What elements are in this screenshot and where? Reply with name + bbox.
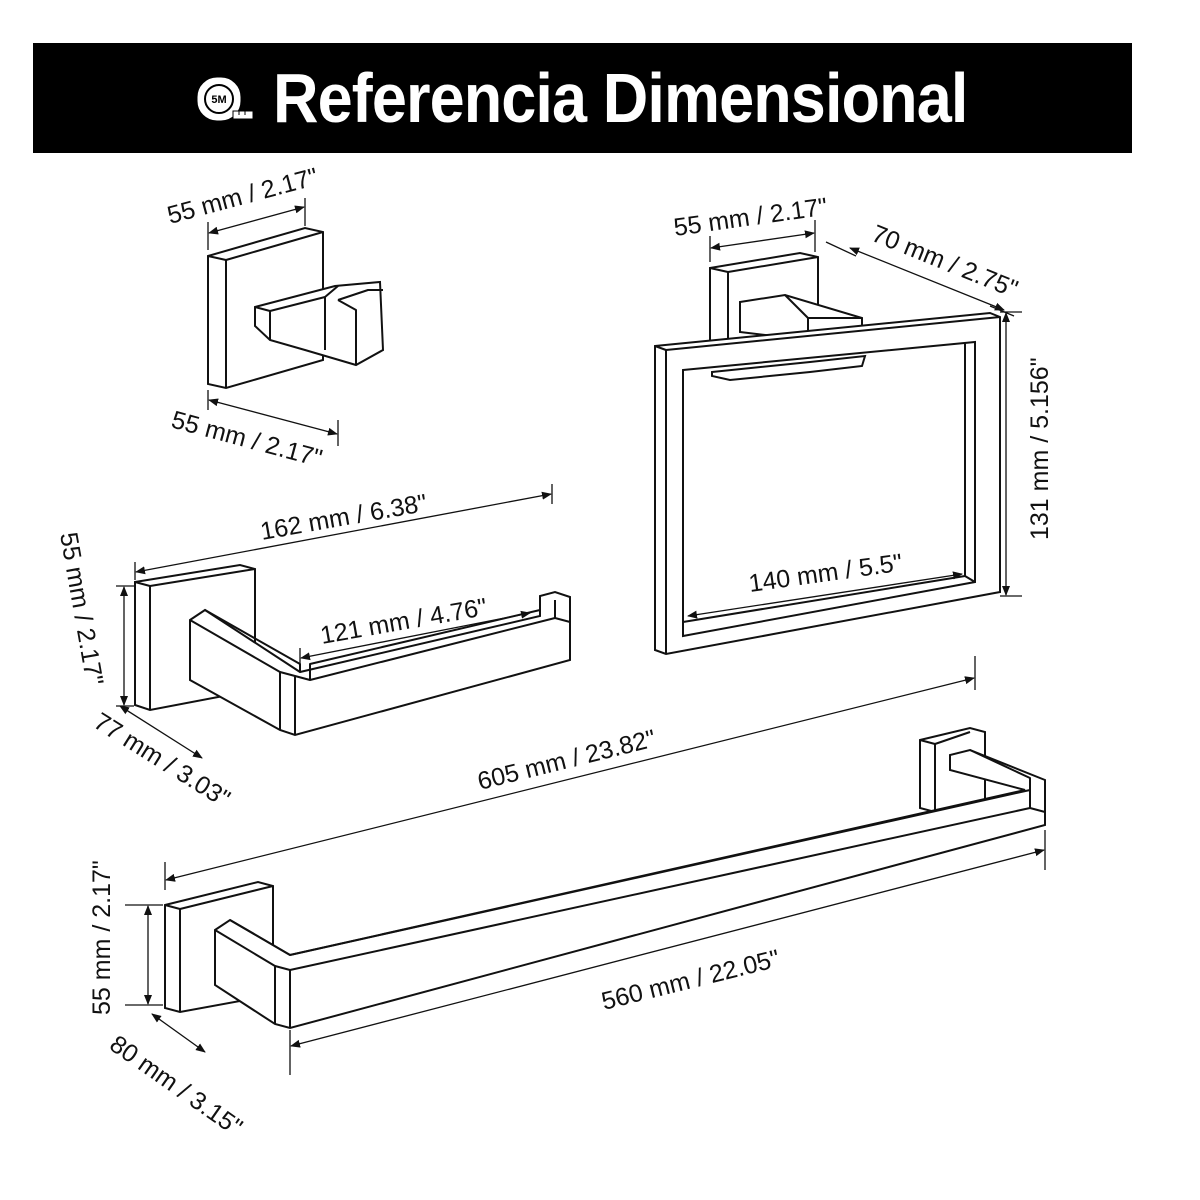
bar-length-label: 560 mm / 22.05" <box>599 944 783 1015</box>
bar-total-length-label: 605 mm / 23.82" <box>475 724 659 795</box>
tape-measure-icon: 5M <box>193 73 255 129</box>
paper-holder-drawing <box>134 563 571 737</box>
holder-total-length-label: 162 mm / 6.38" <box>258 489 429 546</box>
robe-hook-drawing <box>207 226 385 390</box>
tape-measure-label: 5M <box>211 94 226 106</box>
holder-base-height-label: 55 mm / 2.17" <box>54 530 108 687</box>
title-banner: 5M Referencia Dimensional <box>33 43 1132 153</box>
towel-bar-drawing <box>164 726 1046 1030</box>
towel-ring-drawing <box>654 251 1001 656</box>
ring-height-label: 131 mm / 5.156" <box>1026 357 1054 540</box>
holder-depth-label: 77 mm / 3.03" <box>89 707 235 813</box>
bar-base-height-label: 55 mm / 2.17" <box>88 860 116 1015</box>
bar-depth-label: 80 mm / 3.15" <box>105 1030 248 1142</box>
hook-width-bottom-label: 55 mm / 2.17" <box>168 406 325 473</box>
ring-depth-label: 70 mm / 2.75" <box>868 220 1022 304</box>
hook-width-top-label: 55 mm / 2.17" <box>164 163 321 230</box>
page-title: Referencia Dimensional <box>273 59 968 137</box>
